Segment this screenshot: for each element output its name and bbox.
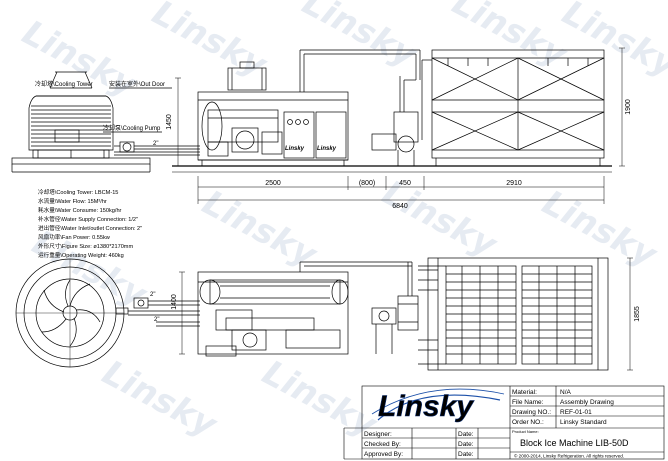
watermark-text: Linsky <box>536 183 665 277</box>
dimension-2500: 2500 <box>265 180 281 187</box>
spec-line: 冷却塔\Cooling Tower: LBCM-15 <box>38 188 118 196</box>
chiller-unit-elevation <box>197 49 420 166</box>
panel-brand-label: Linsky <box>285 146 305 152</box>
drawing-no-label: Drawing NO.: <box>512 409 551 416</box>
watermark-text: Linsky <box>446 0 575 76</box>
spec-line: 运行重量\Operating Weight: 460kg <box>38 251 124 259</box>
plan-dimensions <box>179 257 633 371</box>
spec-line: 进出管径\Water Inlet/outlet Connection: 2" <box>38 224 142 232</box>
dimension-450: 450 <box>399 180 411 187</box>
drawing-no-value: REF-01-01 <box>560 409 592 416</box>
product-name-value: Block Ice Machine LIB-50D <box>520 438 629 448</box>
spec-line: 耗水量\Water Consume: 150kg/hr <box>38 206 122 214</box>
spec-line: 风扇功率\Fan Power: 0.55kw <box>38 233 111 241</box>
dimension-height-right: 1900 <box>625 99 632 115</box>
watermark-text: Linsky <box>296 0 425 76</box>
material-label: Material: <box>512 389 537 396</box>
dimension-6840: 6840 <box>392 203 408 210</box>
title-block <box>343 385 665 460</box>
dimension-2910: 2910 <box>506 180 522 187</box>
approved-by-label: Approved By: <box>364 451 403 458</box>
watermark-layer: Linsky Linsky Linsky Linsky Linsky Linsk… <box>16 0 668 446</box>
linsky-logo: Linsky <box>371 388 505 423</box>
order-no-value: Linsky Standard <box>560 419 607 426</box>
date-label: Date: <box>458 431 474 438</box>
cooling-tower-elevation <box>11 71 151 173</box>
panel-brand-label: Linsky <box>317 146 337 152</box>
dimension-height-left: 1450 <box>166 114 173 130</box>
ice-tank-plan <box>418 257 609 371</box>
spec-line: 补水管径\Water Supply Connection: 1/2" <box>38 215 138 223</box>
brine-pump-elevation <box>371 50 421 166</box>
pipe-size-label: 2" <box>154 317 159 323</box>
date-label: Date: <box>458 441 474 448</box>
title-block-fields: Material: N/A File Name: Assembly Drawin… <box>364 389 629 459</box>
spec-line: 外形尺寸\Figure Size: ø1380*2170mm <box>38 242 133 250</box>
checked-by-label: Checked By: <box>364 441 401 448</box>
cooling-pump-plan <box>128 297 200 327</box>
watermark-text: Linsky <box>96 353 225 447</box>
file-name-label: File Name: <box>512 399 544 406</box>
logo-text: Linsky <box>378 390 474 423</box>
outdoor-label: 安装在室外\Out Door <box>109 80 165 88</box>
spec-line: 水流量\Water Flow: 15M³/hr <box>38 197 107 205</box>
brine-pump-plan <box>371 262 419 354</box>
dimension-depth-right: 1855 <box>634 306 641 322</box>
file-name-value: Assembly Drawing <box>560 399 614 406</box>
dimension-depth-left: 1400 <box>171 294 178 310</box>
ice-tank-elevation <box>421 49 605 166</box>
order-no-label: Order NO.: <box>512 419 544 426</box>
watermark-text: Linsky <box>146 0 275 86</box>
pipe-size-label: 2" <box>153 141 158 147</box>
designer-label: Designer: <box>364 431 392 438</box>
dimension-800: (800) <box>359 180 375 187</box>
copyright-notice: © 2000-2014, Linsky Refrigeration. All r… <box>514 453 624 459</box>
product-name-label: Product Name: <box>512 429 539 434</box>
watermark-text: Linsky <box>376 173 505 267</box>
date-label: Date: <box>458 451 474 458</box>
watermark-text: Linsky <box>16 13 145 107</box>
cooling-pump-label: 冷却泵\Cooling Pump <box>103 124 161 132</box>
cooling-tower-spec-list: 冷却塔\Cooling Tower: LBCM-15 水流量\Water Flo… <box>38 188 142 259</box>
material-value: N/A <box>560 389 572 396</box>
cooling-pump-elevation <box>114 141 200 156</box>
elevation-dimensions <box>175 47 625 204</box>
chiller-unit-plan <box>197 261 412 357</box>
cooling-tower-label: 冷却塔\Cooling Tower <box>35 80 93 88</box>
pipe-size-label: 2" <box>150 292 155 298</box>
